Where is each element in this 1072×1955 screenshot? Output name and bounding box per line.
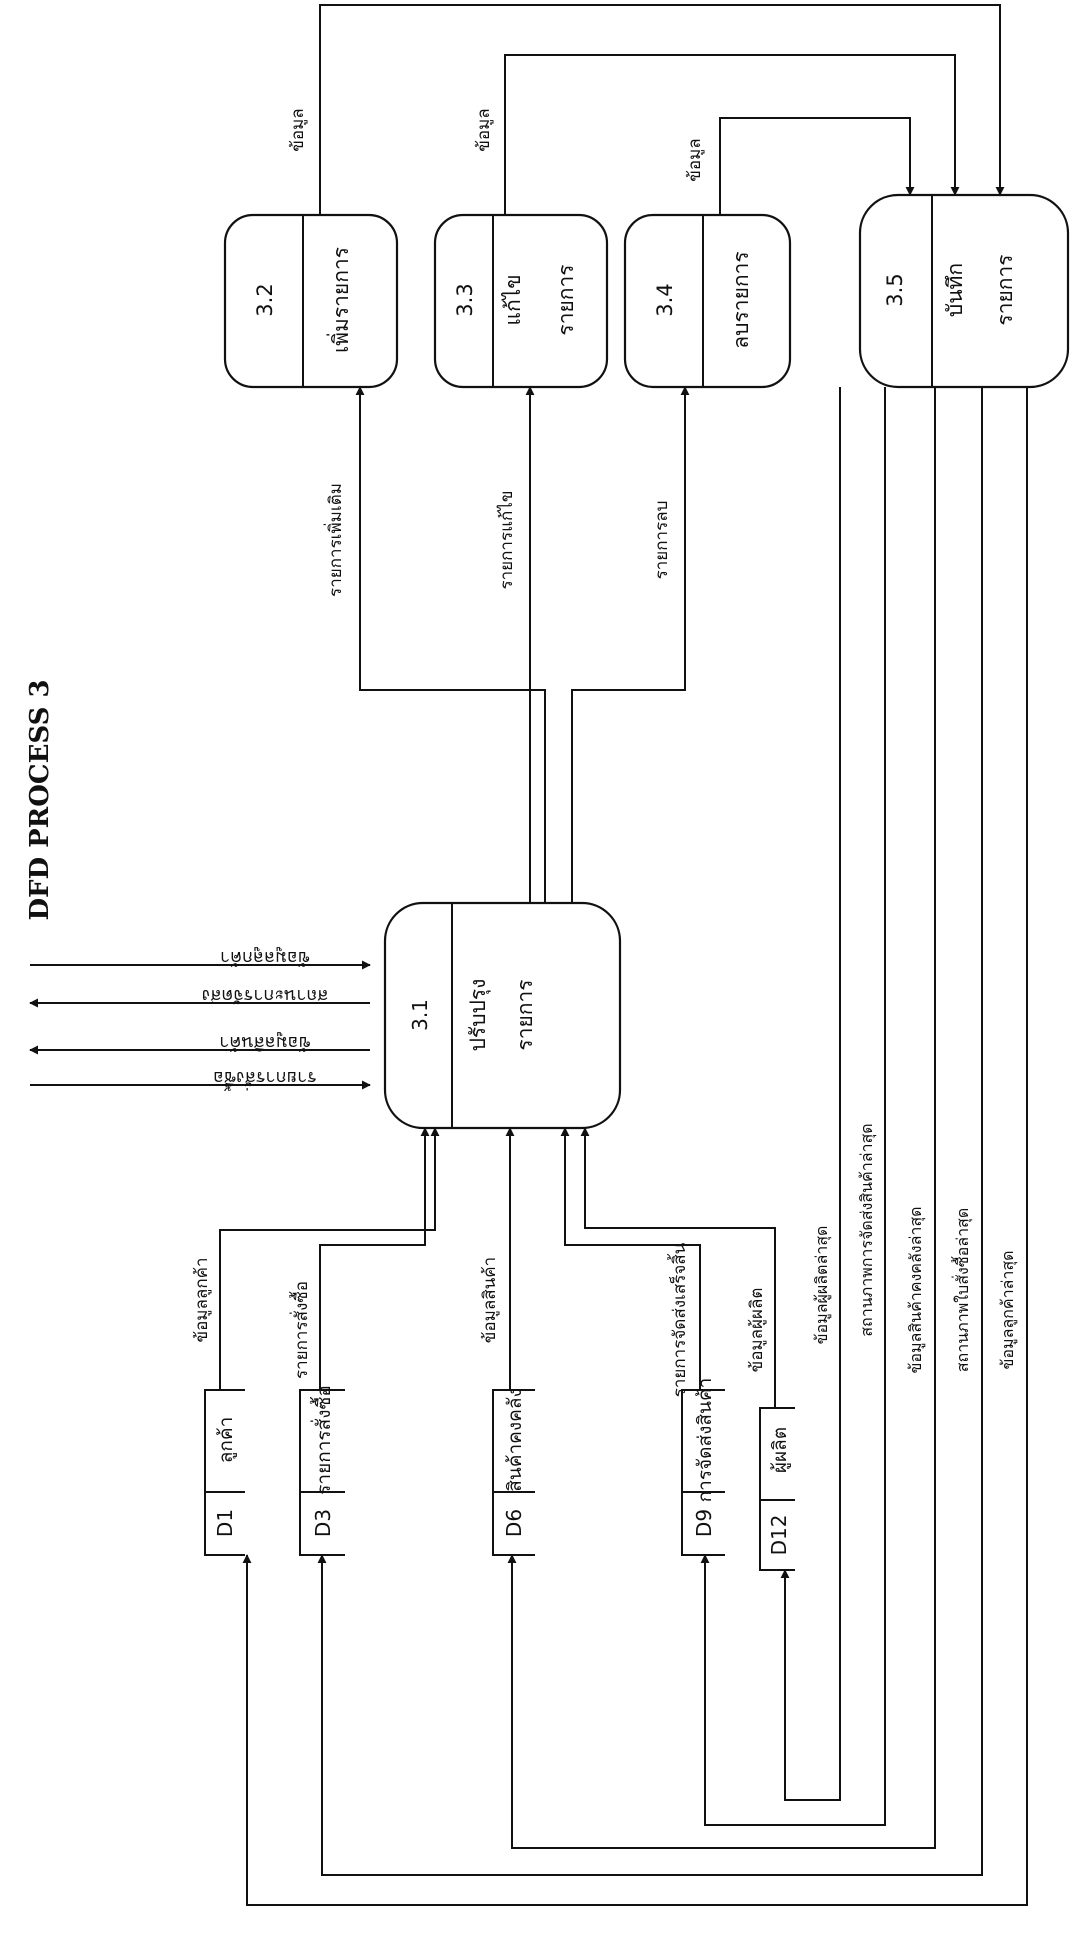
- process-3-1-name-line1: ปรับปรุง: [466, 979, 491, 1052]
- ext-label-status: สถานะการจัดส่ง: [202, 985, 329, 1006]
- process-3-3-id: 3.3: [453, 283, 477, 316]
- flow-data-32-35-label: ข้อมูล: [288, 108, 308, 151]
- store-d12-name: ผู้ผลิต: [769, 1427, 791, 1473]
- flow-maker-to-31: [580, 1127, 776, 1408]
- process-3-3-name-line2: รายการ: [554, 264, 578, 335]
- ext-label-order: รายการสั่งซื้อ: [213, 1067, 317, 1091]
- flow-add: [355, 386, 531, 903]
- store-d12-id: D12: [767, 1515, 791, 1556]
- process-3-5-name-line2: รายการ: [993, 254, 1017, 325]
- flow-delivery-label: รายการจัดส่งเสร็จสิ้น: [667, 1242, 690, 1397]
- store-d1-name: ลูกค้า: [215, 1417, 237, 1464]
- flow-delivery-to-31: [560, 1127, 701, 1390]
- flow-cust-label: ข้อมูลลูกค้า: [192, 1257, 212, 1342]
- flow-cust-to-31: [219, 1127, 440, 1390]
- flow-edit-label: รายการแก้ไข: [496, 490, 517, 589]
- flow-maker-label: ข้อมูลผู้ผลิต: [747, 1288, 767, 1373]
- flow-add-label: รายการเพิ่มเติม: [323, 483, 346, 597]
- process-3-3-name-line1: แก้ไข: [501, 274, 525, 325]
- process-3-1-id: 3.1: [408, 999, 432, 1031]
- flow-order-label: รายการสั่งซื้อ: [289, 1281, 312, 1379]
- diagram-title: DFD PROCESS 3: [25, 679, 55, 920]
- process-3-3: [433, 213, 609, 389]
- flow-return-maker-label: ข้อมูลผู้ผลิตล่าสุด: [812, 1226, 832, 1345]
- ext-label-product: ข้อมูลสินค้า: [219, 1032, 310, 1053]
- flow-return-order: [317, 387, 983, 1876]
- flow-return-stock: [507, 387, 936, 1849]
- process-3-4-name: ลบรายการ: [729, 251, 753, 348]
- flow-data-33-35-label: ข้อมูล: [474, 108, 494, 151]
- flow-edit: [525, 386, 546, 903]
- flow-data-32-35: [319, 4, 1005, 215]
- store-d6-id: D6: [502, 1509, 526, 1537]
- flow-return-delivery: [700, 387, 886, 1826]
- process-3-2-id: 3.2: [253, 283, 277, 316]
- flow-order-to-31: [319, 1127, 430, 1390]
- flow-data-34-35-label: ข้อมูล: [685, 138, 705, 181]
- flow-return-stock-label: ข้อมูลสินค้าคงคลังล่าสุด: [906, 1206, 926, 1373]
- process-3-5-name-line1: บันทึก: [943, 263, 967, 317]
- store-d1: [204, 1389, 245, 1556]
- ext-label-cust: ข้อมูลลูกค้า: [220, 947, 310, 968]
- flow-product-label: ข้อมูลสินค้า: [480, 1257, 500, 1343]
- flow-data-34-35: [719, 117, 915, 215]
- flow-del-label: รายการลบ: [652, 501, 672, 580]
- store-d9-id: D9: [692, 1509, 716, 1537]
- flow-return-delivery-label: สถานภาพการจัดส่งสินค้าล่าสุด: [857, 1123, 877, 1336]
- process-3-1-name-line2: รายการ: [513, 979, 537, 1050]
- process-3-4-id: 3.4: [653, 283, 677, 316]
- flow-data-33-35: [504, 54, 960, 215]
- process-3-4: [623, 213, 792, 389]
- flow-return-cust: [242, 387, 1028, 1906]
- process-3-2-name: เพิ่มรายการ: [326, 247, 353, 353]
- flow-del: [571, 386, 690, 903]
- store-d12: [759, 1407, 795, 1571]
- process-3-5: [858, 193, 1070, 389]
- store-d6-name: สินค้าคงคลัง: [504, 1388, 526, 1492]
- process-3-2: [223, 213, 399, 389]
- flow-return-cust-label: ข้อมูลลูกค้าล่าสุด: [998, 1250, 1018, 1369]
- store-d3-name: รายการสั่งซื้อ: [310, 1385, 335, 1495]
- process-3-5-id: 3.5: [883, 273, 907, 306]
- store-d9-name: การจัดส่งสินค้า: [694, 1378, 716, 1503]
- flow-return-order-label: สถานภาพใบสั่งซื้อล่าสุด: [951, 1208, 973, 1372]
- store-d1-id: D1: [213, 1509, 237, 1537]
- store-d3-id: D3: [311, 1509, 335, 1537]
- process-3-1: [383, 901, 622, 1130]
- flow-return-maker: [780, 387, 841, 1801]
